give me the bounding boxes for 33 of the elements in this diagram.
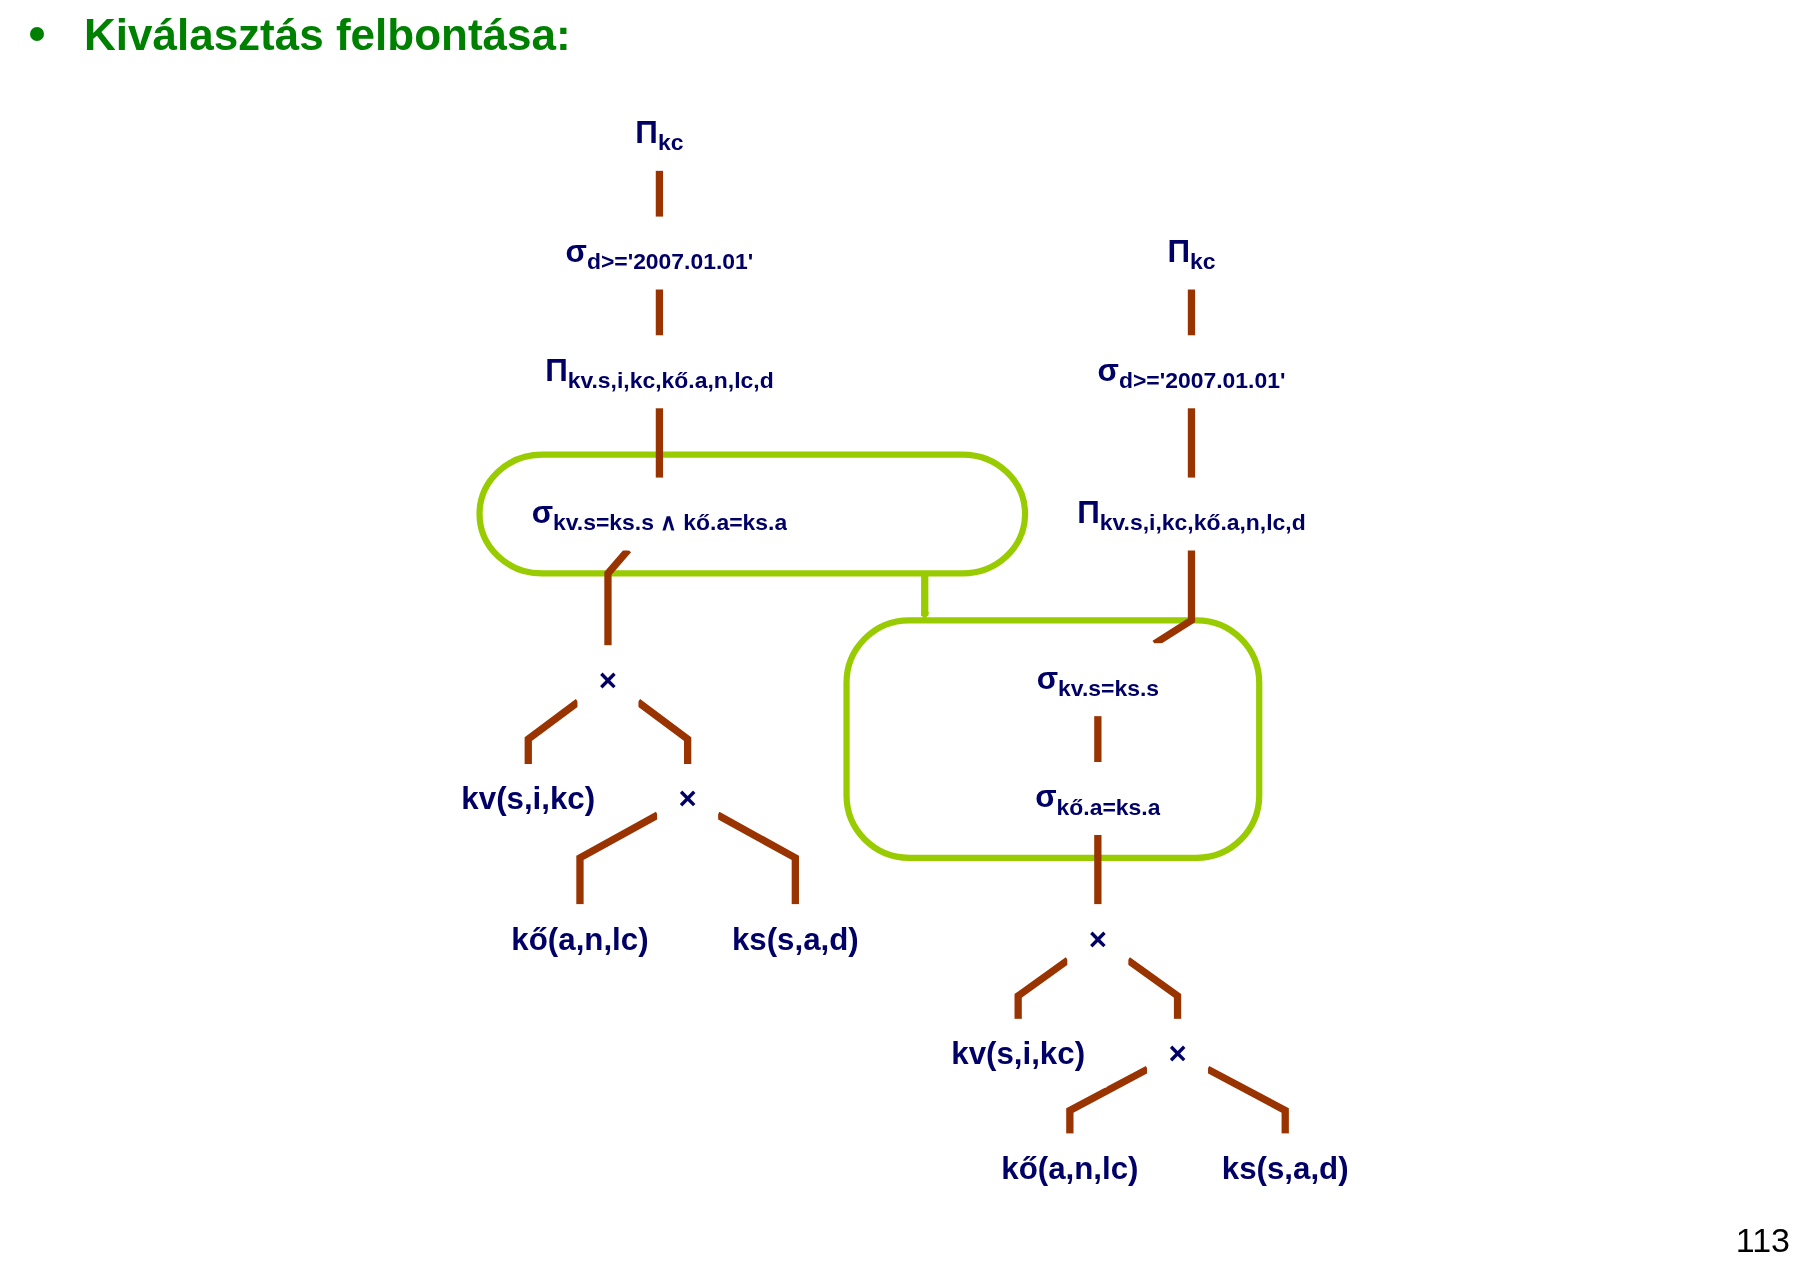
- connector: [655, 289, 664, 336]
- node-text: kv(s,i,kc): [461, 781, 596, 816]
- connector: [1205, 1065, 1289, 1134]
- page-number: 113: [1735, 1221, 1790, 1259]
- connector: [715, 811, 799, 905]
- node-text: kő(a,n,lc): [511, 921, 649, 956]
- node-text: Π$_{kc}$: [635, 115, 684, 156]
- node-text: ks(s,a,d): [731, 921, 859, 956]
- title-text: Kiválasztás felbontása:: [84, 10, 571, 59]
- node-text: σ$_{kv.s=ks.s ∧ kő.a=ks.a}$: [531, 494, 788, 536]
- node-text: Π$_{kv.s,i,kc,kő.a,n,lc,d}$: [545, 352, 774, 394]
- connector: [576, 811, 660, 905]
- connector: [1125, 957, 1182, 1020]
- arrow: [920, 573, 930, 621]
- connector: [1187, 289, 1196, 336]
- cluster: [843, 617, 1263, 861]
- connector: [655, 407, 664, 479]
- node-text: ×: [678, 781, 697, 816]
- node-text: kv(s,i,kc): [951, 1036, 1086, 1071]
- node-text: σ$_{d>='2007.01.01'}$: [565, 233, 754, 275]
- node-text: Π$_{kc}$: [1167, 233, 1216, 275]
- connector: [1187, 407, 1196, 479]
- connector: [1094, 715, 1102, 763]
- node-text: kő(a,n,lc): [1001, 1150, 1139, 1185]
- node-text: σ$_{d>='2007.01.01'}$: [1097, 352, 1286, 394]
- connector: [655, 170, 664, 218]
- connector: [1094, 834, 1102, 905]
- node-text: σ$_{kv.s=ks.s}$: [1036, 660, 1159, 702]
- node-text: σ$_{kő.a=ks.a}$: [1035, 779, 1161, 820]
- connector: [1014, 957, 1070, 1020]
- connector: [1066, 1065, 1150, 1134]
- node-text: Π$_{kv.s,i,kc,kő.a,n,lc,d}$: [1077, 494, 1306, 536]
- node-text: ks(s,a,d): [1221, 1150, 1349, 1185]
